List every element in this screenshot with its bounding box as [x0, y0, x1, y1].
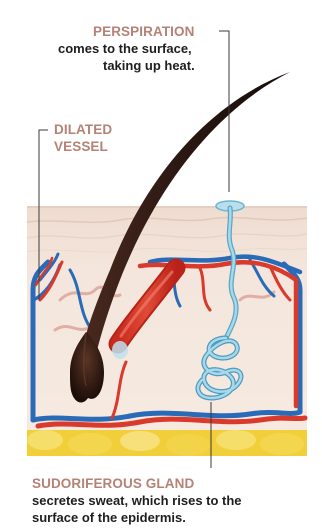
perspiration-desc-line1: comes to the surface, — [58, 41, 192, 58]
perspiration-desc-line2: taking up heat. — [103, 58, 195, 75]
fat-layer — [27, 430, 307, 456]
dilated-vessel-title-line1: DILATED — [54, 122, 112, 138]
dilated-vessel-title-line2: VESSEL — [54, 139, 108, 155]
perspiration-title: PERSPIRATION — [93, 24, 194, 40]
sudoriferous-gland-title: SUDORIFEROUS GLAND — [32, 476, 194, 492]
sudoriferous-gland-desc-line2: surface of the epidermis. — [32, 510, 186, 527]
sudoriferous-gland-desc-line1: secretes sweat, which rises to the — [32, 493, 242, 510]
